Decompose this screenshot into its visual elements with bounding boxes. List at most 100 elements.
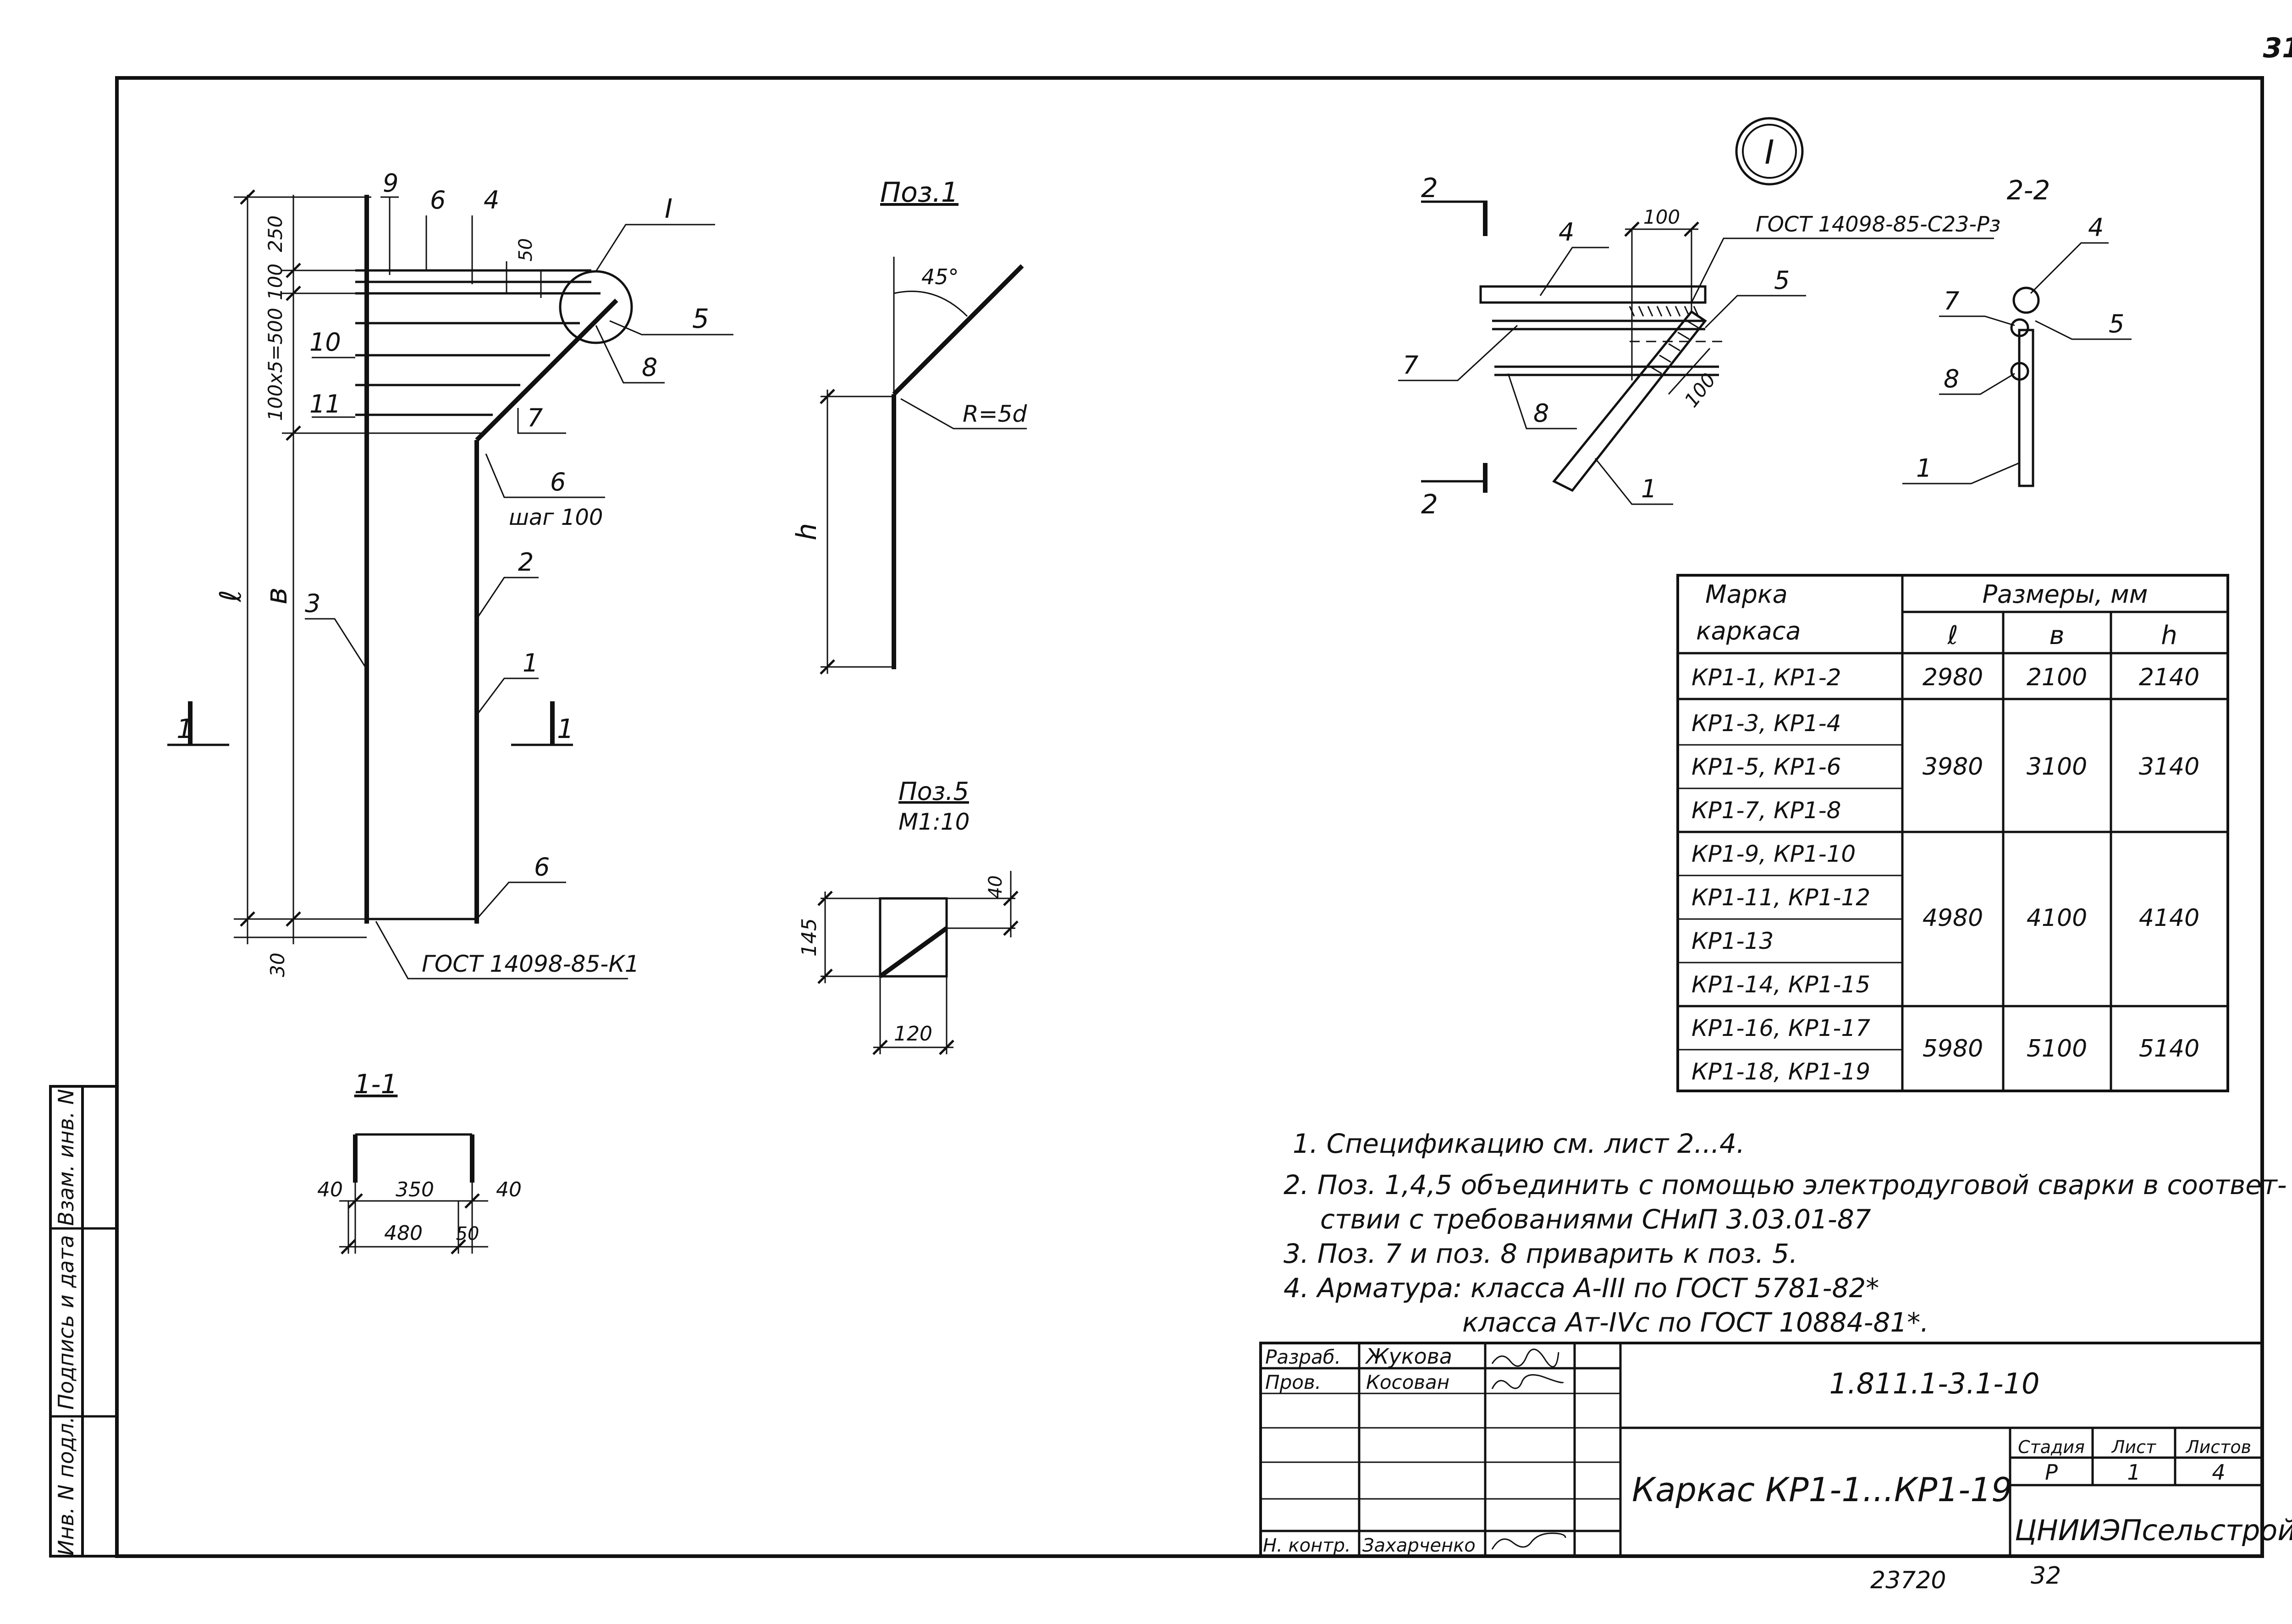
tb-sheet-label: Лист (2111, 1437, 2157, 1457)
poz1-radius: R=5d (963, 401, 1027, 427)
stamp-replace-label: Взам. инв. N (54, 1089, 78, 1226)
tb-title: Каркас КР1-1...КР1-19 (1632, 1470, 2012, 1509)
tb-sheet: 1 (2127, 1460, 2140, 1485)
note-2-cont: ствии с требованиями СНиП 3.03.01-87 (1320, 1204, 1871, 1235)
table-row1-l: 2980 (1923, 664, 1983, 691)
notes: 1. Спецификацию см. лист 2...4. 2. Поз. … (1284, 1128, 2287, 1338)
tb-role-1: Разраб. (1265, 1346, 1341, 1368)
poz1-view: Поз.1 45° R=5d h (791, 176, 1027, 675)
drawing-frame (115, 76, 2264, 1558)
dim-top-250: 250 (264, 215, 286, 252)
pitch-note: шаг 100 (509, 505, 603, 530)
section-mark-right: 1 (557, 713, 574, 744)
node-mark: I (665, 193, 672, 224)
section22-rod-4 (2012, 286, 2040, 314)
table-row2-l: 3980 (1923, 753, 1983, 781)
poz5-scale: М1:10 (898, 809, 970, 835)
section-1-1: 1-1 40 350 40 480 50 (317, 1068, 522, 1255)
node-i-callout-4: 4 (1559, 218, 1574, 247)
poz5-dim-120: 120 (894, 1022, 932, 1046)
tb-signature-6 (1491, 1532, 1566, 1550)
side-stamp: Инв. N подл. Подпись и дата Взам. инв. N (49, 1085, 118, 1558)
tb-name-2: Косован (1366, 1371, 1449, 1393)
tb-role-2: Пров. (1265, 1371, 1321, 1393)
note-2: 2. Поз. 1,4,5 объединить с помощью элект… (1284, 1169, 2287, 1200)
tb-name-6: Захарченко (1362, 1535, 1476, 1556)
dim-pitch: 100x5=500 (264, 308, 286, 421)
callout-4: 4 (484, 186, 499, 215)
dim-bottom-30: 30 (266, 952, 289, 977)
bar-inclined (475, 298, 618, 442)
tb-name-1: Жукова (1365, 1344, 1452, 1369)
table-row4-l: 5980 (1923, 1035, 1983, 1062)
dim-top-100: 100 (264, 264, 286, 300)
node-circle (559, 270, 633, 344)
callout-6-top: 6 (430, 186, 446, 215)
table-col-h: h (2161, 621, 2177, 650)
tb-signature-2 (1491, 1374, 1564, 1389)
note-4-cont: класса Ат-IVс по ГОСТ 10884-81*. (1462, 1307, 1929, 1338)
section11-dim-40-left: 40 (317, 1178, 343, 1201)
tb-stage: Р (2045, 1460, 2058, 1485)
table-col-l: ℓ (1947, 621, 1958, 650)
table-row2-b: 3100 (2027, 753, 2087, 781)
table-row3-mark-d: КР1-14, КР1-15 (1691, 971, 1870, 998)
table-col-b: в (2049, 621, 2064, 650)
callout-7: 7 (527, 403, 543, 432)
callout-1: 1 (523, 649, 538, 677)
table-row1-mark: КР1-1, КР1-2 (1691, 664, 1841, 691)
tb-signature-1 (1491, 1349, 1559, 1368)
section22-callout-4: 4 (2088, 213, 2104, 242)
section22-callout-7: 7 (1944, 286, 1959, 315)
callout-2: 2 (518, 548, 534, 577)
dim-length-b: в (260, 587, 294, 605)
table-row4-h: 5140 (2139, 1035, 2199, 1062)
table-row3-h: 4140 (2139, 904, 2199, 932)
table-row1-h: 2140 (2139, 664, 2199, 691)
section22-callout-5: 5 (2109, 309, 2124, 338)
title-block: Разраб. Пров. Н. контр. Жукова Косован З… (1259, 1342, 2292, 1558)
section22-title: 2-2 (2007, 175, 2050, 206)
table-row4-b: 5100 (2027, 1035, 2087, 1062)
table-header-mark-2: каркаса (1696, 617, 1801, 645)
node-i-callout-5: 5 (1774, 266, 1790, 295)
poz1-height: h (791, 523, 823, 540)
callout-6-pitch: 6 (550, 468, 566, 496)
node-i-callout-7: 7 (1403, 351, 1418, 380)
callout-6-bottom: 6 (534, 853, 550, 881)
tb-sheets: 4 (2212, 1460, 2225, 1485)
stamp-sign-label: Подпись и дата (54, 1235, 78, 1409)
table-row1-b: 2100 (2027, 664, 2087, 691)
node-i-mark: I (1764, 133, 1774, 171)
tb-role-6: Н. контр. (1263, 1535, 1351, 1556)
tb-stage-label: Стадия (2018, 1437, 2085, 1457)
callout-11: 11 (309, 390, 341, 418)
page-number: 31 (2263, 32, 2292, 64)
section-mark-left: 1 (176, 713, 193, 744)
node-i-view: I 2 2 100 100 ГОСТ 14098-85-С23-Рз 4 5 (1398, 117, 2000, 520)
node-i-callout-8: 8 (1533, 399, 1549, 428)
section22-callout-1: 1 (1916, 454, 1932, 483)
section11-dim-350: 350 (396, 1178, 434, 1201)
table-row3-l: 4980 (1923, 904, 1983, 932)
node-i-section-top: 2 (1421, 172, 1438, 204)
callout-5: 5 (692, 303, 709, 334)
node-i-weld-note: ГОСТ 14098-85-С23-Рз (1756, 212, 2000, 237)
poz5-dim-145: 145 (798, 918, 821, 957)
table-row2-h: 3140 (2139, 753, 2199, 781)
poz5-view: Поз.5 М1:10 145 40 120 (798, 777, 1019, 1055)
callout-9: 9 (383, 169, 398, 198)
table-row2-mark-c: КР1-7, КР1-8 (1691, 797, 1841, 824)
note-1: 1. Спецификацию см. лист 2...4. (1293, 1128, 1745, 1159)
stamp-inv-label: Инв. N подл. (54, 1416, 78, 1556)
table-row2-mark-b: КР1-5, КР1-6 (1691, 754, 1841, 780)
node-i-callout-1: 1 (1641, 474, 1657, 503)
table-header-sizes: Размеры, мм (1982, 580, 2148, 609)
table-row2-mark-a: КР1-3, КР1-4 (1691, 710, 1841, 737)
poz5-title: Поз.5 (898, 777, 969, 806)
tb-org: ЦНИИЭПсельстрой (2015, 1514, 2292, 1547)
dim-length-l: ℓ (214, 590, 248, 602)
below-frame-right: 32 (2031, 1562, 2061, 1590)
poz5-dim-40: 40 (985, 875, 1006, 899)
table-row3-mark-a: КР1-9, КР1-10 (1691, 841, 1856, 867)
